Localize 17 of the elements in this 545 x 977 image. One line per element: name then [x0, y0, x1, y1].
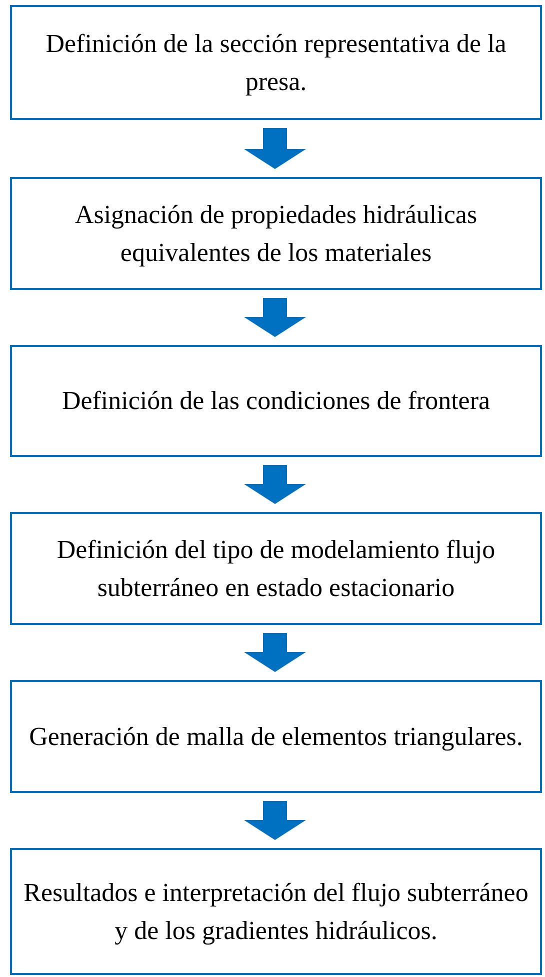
step-text: Asignación de propiedades hidráulicas equivalentes de los materiales [74, 198, 478, 268]
step-text: Generación de malla de elementos triangulares. [29, 720, 523, 753]
step-text: Definición de las condiciones de frontera [62, 385, 490, 417]
process-box [10, 680, 542, 793]
process-box [10, 512, 542, 625]
process-box [10, 177, 542, 290]
process-box [10, 345, 542, 457]
step-text: Resultados e interpretación del flujo subterráneo y de los gradientes hidráulicos. [22, 876, 530, 947]
block-arrow [244, 465, 306, 504]
process-box [10, 5, 542, 120]
process-box [10, 848, 542, 975]
block-arrow [244, 298, 306, 337]
block-arrow [244, 128, 306, 169]
block-arrow [244, 633, 306, 672]
block-arrow [244, 801, 306, 840]
step-text: Definición de la sección representativa de la presa. [44, 28, 508, 98]
step-text: Definición del tipo de modelamiento flujo subterráneo en estado estacionario [56, 534, 496, 604]
